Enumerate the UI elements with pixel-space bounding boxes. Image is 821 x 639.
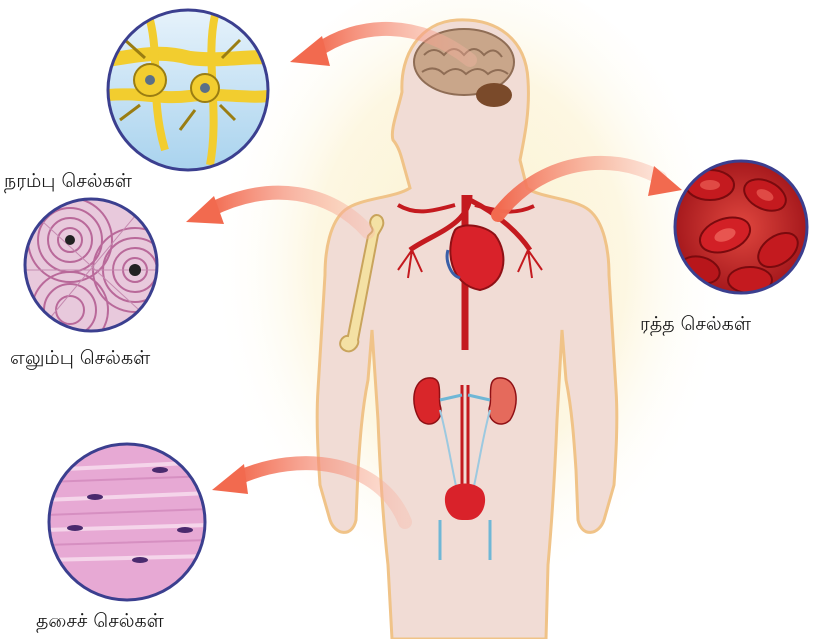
bone-cells-label: எலும்பு செல்கள் bbox=[10, 347, 150, 372]
blood-cells-label: ரத்த செல்கள் bbox=[640, 313, 751, 338]
osteon-icon bbox=[20, 198, 177, 348]
red-blood-cell-icon bbox=[675, 161, 807, 293]
muscle-cells-label: தசைச் செல்கள் bbox=[36, 610, 164, 635]
muscle-fiber-icon bbox=[45, 444, 210, 600]
nerve-cells-label: நரம்பு செல்கள் bbox=[4, 170, 132, 195]
